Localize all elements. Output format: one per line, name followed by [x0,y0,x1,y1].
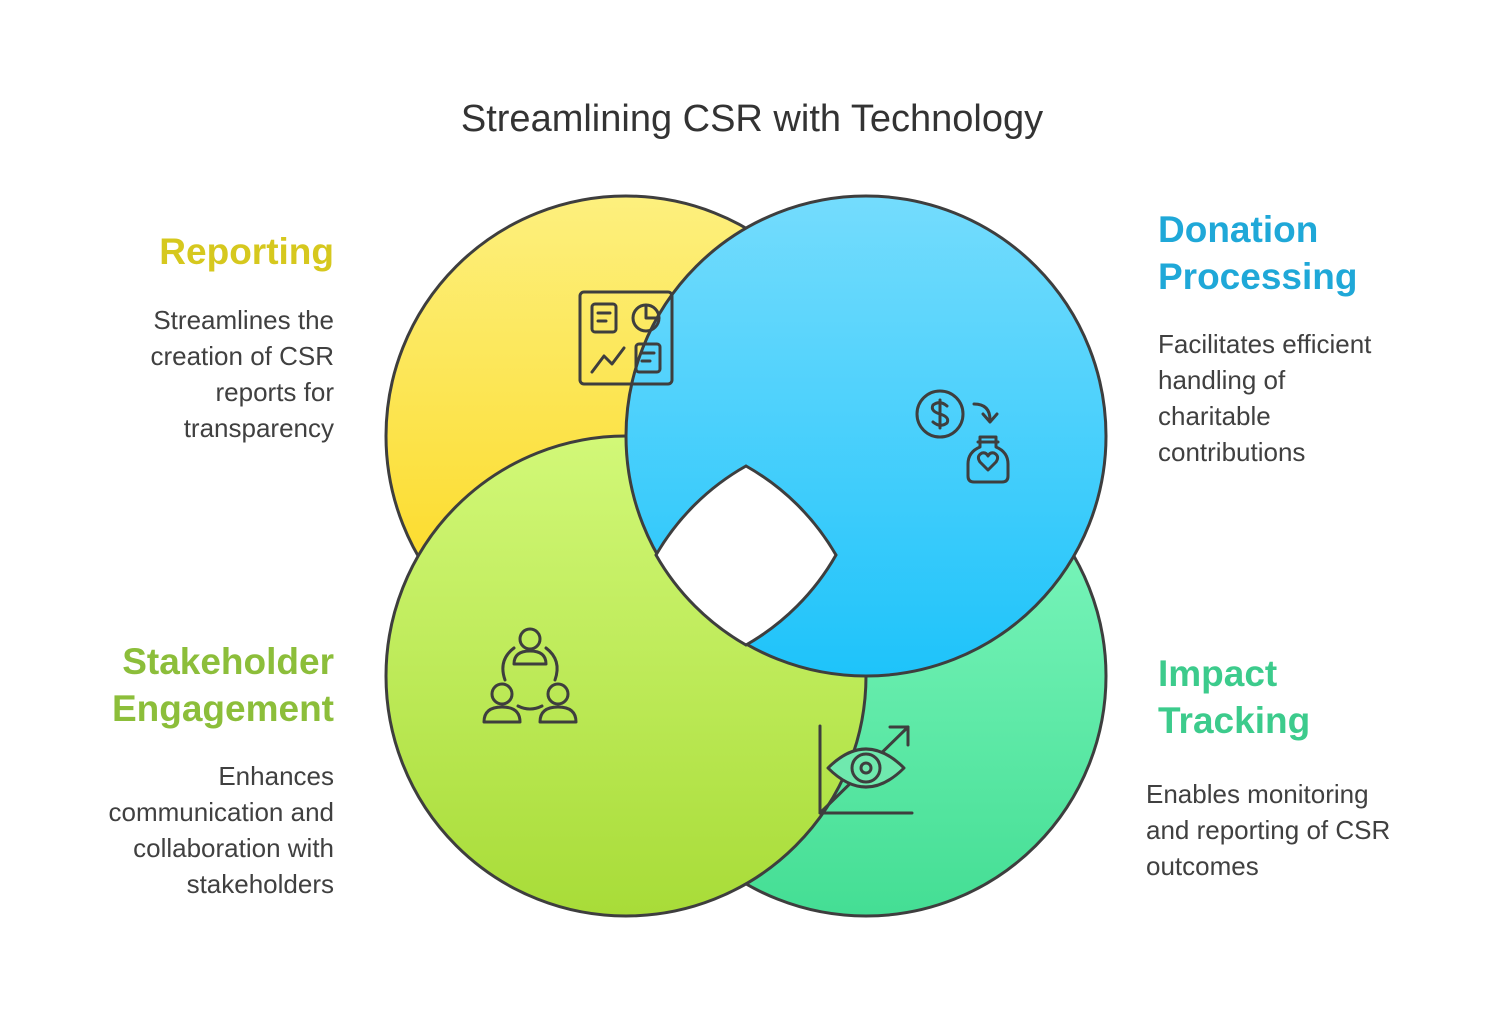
stakeholder-line-3: collaboration with [133,833,334,863]
donation-heading-line-2: Processing [1158,256,1358,297]
donation-line-1: Facilitates efficient [1158,329,1372,359]
stakeholder-line-1: Enhances [218,761,334,791]
stakeholder-line-2: communication and [108,797,334,827]
reporting-description: Streamlines the creation of CSR reports … [40,302,334,446]
reporting-line-1: Streamlines the [153,305,334,335]
donation-line-3: charitable [1158,401,1271,431]
diagram-title: Streamlining CSR with Technology [460,98,1044,140]
eye-growth-icon [818,724,914,815]
donation-label: Donation Processing [1158,206,1478,300]
reporting-label: Reporting [60,228,334,275]
center-gap [654,464,838,647]
impact-line-1: Enables monitoring [1146,779,1369,809]
reporting-line-2: creation of CSR [150,341,334,371]
reporting-line-3: reports for [215,377,335,407]
stakeholder-description: Enhances communication and collaboration… [30,758,334,902]
donation-line-2: handling of [1158,365,1286,395]
stakeholder-line-4: stakeholders [186,869,334,899]
donation-jar-icon [915,389,1010,484]
team-collaboration-icon [482,627,578,724]
impact-heading-line-1: Impact [1158,653,1278,694]
stakeholder-label: Stakeholder Engagement [40,638,334,732]
donation-line-4: contributions [1158,437,1306,467]
stakeholder-heading-line-1: Stakeholder [122,641,334,682]
impact-line-3: outcomes [1146,851,1259,881]
impact-line-2: and reporting of CSR [1146,815,1391,845]
reporting-heading: Reporting [159,231,334,272]
impact-description: Enables monitoring and reporting of CSR … [1146,776,1486,884]
stakeholder-heading-line-2: Engagement [111,688,334,729]
donation-heading-line-1: Donation [1158,209,1319,250]
impact-label: Impact Tracking [1158,650,1458,744]
impact-heading-line-2: Tracking [1158,700,1311,741]
donation-description: Facilitates efficient handling of charit… [1158,326,1488,470]
report-dashboard-icon [578,290,674,386]
reporting-line-4: transparency [183,413,334,443]
